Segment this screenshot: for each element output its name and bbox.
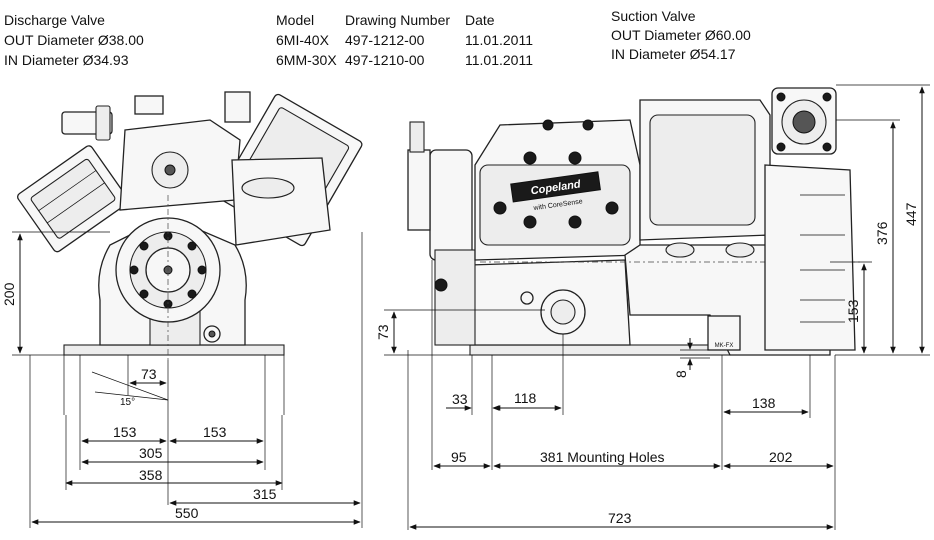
side-oil-pump-housing bbox=[429, 149, 473, 261]
table-cell-date: 11.01.2011 bbox=[465, 32, 533, 48]
dim-front-153-left: 153 bbox=[113, 424, 137, 440]
front-top-fitting bbox=[134, 95, 164, 115]
dim-side-118: 118 bbox=[514, 390, 537, 406]
side-small-port bbox=[520, 291, 534, 305]
dim-side-8: 8 bbox=[673, 370, 689, 378]
dim-front-358: 358 bbox=[139, 467, 163, 483]
side-motor-end bbox=[764, 164, 856, 351]
suction-valve-info: Suction Valve OUT Diameter Ø60.00 IN Dia… bbox=[611, 8, 751, 62]
front-left-cylinder-bank bbox=[17, 145, 130, 253]
dim-front-305: 305 bbox=[139, 445, 163, 461]
dim-front-73: 73 bbox=[141, 366, 157, 382]
front-dimensions: 200 73 15° 153 153 305 358 315 bbox=[1, 231, 363, 528]
side-terminal-cover bbox=[649, 114, 756, 226]
dim-front-153-right: 153 bbox=[203, 424, 227, 440]
side-mkfx-label: MK-FX bbox=[715, 343, 734, 349]
side-oil-sight-inner bbox=[550, 299, 576, 325]
table-cell-drawing-number: 497-1212-00 bbox=[345, 32, 425, 48]
table-header-model: Model bbox=[276, 12, 314, 28]
table-cell-model: 6MM-30X bbox=[276, 52, 337, 68]
discharge-out-diameter: OUT Diameter Ø38.00 bbox=[4, 32, 144, 48]
dim-side-33: 33 bbox=[452, 391, 468, 407]
dim-side-723: 723 bbox=[608, 510, 632, 526]
side-dimensions: 73 8 33 118 138 95 381 Mounting Holes 20… bbox=[375, 84, 930, 530]
side-brand-plate: Copeland with CoreSense bbox=[510, 171, 601, 212]
table-header-date: Date bbox=[465, 12, 495, 28]
side-motor-fins bbox=[800, 194, 845, 323]
dim-front-550: 550 bbox=[175, 505, 199, 521]
dim-side-153: 153 bbox=[845, 299, 861, 323]
suction-out-diameter: OUT Diameter Ø60.00 bbox=[611, 27, 751, 43]
dim-side-95: 95 bbox=[451, 449, 467, 465]
front-view bbox=[17, 91, 363, 360]
model-table: Model Drawing Number Date 6MI-40X 497-12… bbox=[276, 12, 533, 68]
side-pump-lower bbox=[434, 249, 476, 346]
dim-side-height-73: 73 bbox=[375, 324, 391, 340]
discharge-pipe-nut bbox=[95, 105, 111, 141]
front-base-plate bbox=[63, 344, 285, 356]
front-flange-bolts bbox=[129, 231, 207, 309]
side-pump-valve bbox=[409, 121, 425, 153]
dim-side-202: 202 bbox=[769, 449, 793, 465]
table-header-drawing-number: Drawing Number bbox=[345, 12, 450, 28]
side-pump-fitting bbox=[407, 149, 431, 231]
front-terminal-window bbox=[241, 177, 295, 199]
dim-side-381-mounting-holes: 381 Mounting Holes bbox=[540, 449, 665, 465]
suction-in-diameter: IN Diameter Ø54.17 bbox=[611, 46, 736, 62]
front-top-fitting-right bbox=[224, 91, 251, 123]
discharge-valve-title: Discharge Valve bbox=[4, 12, 105, 28]
side-mkfx-module bbox=[707, 315, 741, 351]
front-terminal-box bbox=[231, 157, 331, 246]
side-pump-port bbox=[434, 278, 448, 292]
dim-side-138: 138 bbox=[752, 395, 776, 411]
table-cell-date: 11.01.2011 bbox=[465, 52, 533, 68]
dim-front-height-200: 200 bbox=[1, 282, 17, 306]
suction-valve-title: Suction Valve bbox=[611, 8, 696, 24]
dim-front-315: 315 bbox=[253, 486, 277, 502]
dim-side-376: 376 bbox=[874, 221, 890, 245]
table-cell-drawing-number: 497-1210-00 bbox=[345, 52, 425, 68]
dim-front-angle-15: 15° bbox=[120, 397, 135, 408]
side-view: Copeland with CoreSense MK-FX bbox=[407, 87, 860, 356]
side-head-bolts bbox=[493, 119, 619, 229]
dim-side-447: 447 bbox=[903, 202, 919, 226]
discharge-in-diameter: IN Diameter Ø34.93 bbox=[4, 52, 129, 68]
discharge-valve-info: Discharge Valve OUT Diameter Ø38.00 IN D… bbox=[4, 12, 144, 68]
table-cell-model: 6MI-40X bbox=[276, 32, 330, 48]
